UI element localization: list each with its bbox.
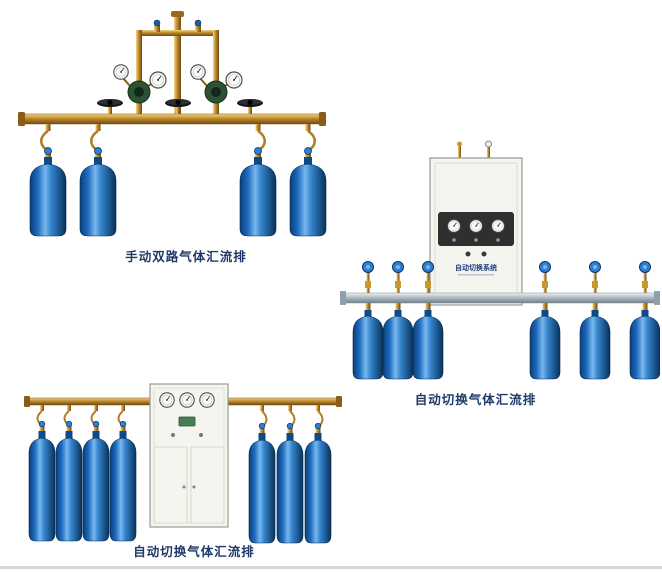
gas-cylinder bbox=[304, 432, 332, 544]
gas-cylinder bbox=[79, 156, 117, 237]
valve-cap bbox=[589, 261, 601, 273]
gas-cylinder bbox=[55, 430, 83, 542]
control-cabinet bbox=[149, 383, 229, 528]
pressure-gauge bbox=[447, 219, 461, 233]
manifold-pipe bbox=[18, 112, 326, 126]
manifold-top-assembly bbox=[136, 11, 219, 114]
door-handle bbox=[192, 485, 196, 489]
bottom-divider bbox=[0, 566, 662, 569]
cylinder-station bbox=[28, 405, 56, 542]
caption-manual-dual-manifold: 手动双路气体汇流排 bbox=[125, 250, 247, 264]
cabinet-label: 自动切换系统 bbox=[455, 263, 497, 272]
gas-cylinder bbox=[82, 430, 110, 542]
gas-cylinder bbox=[529, 309, 561, 380]
cylinder-valve-knob bbox=[44, 147, 52, 155]
auto-switch-wall-manifold-image: 自动切换系统 bbox=[340, 140, 660, 380]
handwheel bbox=[165, 99, 191, 114]
pressure-gauge bbox=[149, 71, 167, 89]
cylinder-station bbox=[289, 124, 327, 237]
handwheel bbox=[237, 99, 263, 114]
pressure-gauge bbox=[179, 392, 195, 408]
cylinder-valve-knob bbox=[258, 422, 266, 430]
gas-cylinder bbox=[579, 309, 611, 380]
door-handle bbox=[182, 485, 186, 489]
cylinder-valve-knob bbox=[65, 420, 73, 428]
cabinet-door-right bbox=[190, 446, 225, 524]
pressure-gauge bbox=[491, 219, 505, 233]
cylinder-valve-knob bbox=[92, 420, 100, 428]
pressure-gauge bbox=[199, 392, 215, 408]
cylinder-valve-knob bbox=[314, 422, 322, 430]
caption-auto-switch-wall-manifold: 自动切换气体汇流排 bbox=[414, 393, 537, 407]
knob bbox=[171, 433, 175, 437]
auto-switch-cabinet-manifold-image bbox=[24, 383, 342, 544]
gas-cylinder bbox=[352, 309, 384, 380]
caption-auto-switch-cabinet-manifold: 自动切换气体汇流排 bbox=[133, 545, 255, 559]
cylinder-station bbox=[239, 124, 277, 237]
cylinder-station bbox=[276, 405, 304, 544]
valve-cap bbox=[392, 261, 404, 273]
pressure-gauge bbox=[113, 64, 129, 80]
cabinet-door-left bbox=[153, 446, 188, 524]
knob bbox=[199, 433, 203, 437]
cylinder-station bbox=[29, 124, 67, 237]
gas-cylinder bbox=[289, 156, 327, 237]
pressure-gauge bbox=[190, 64, 206, 80]
control-cabinet: 自动切换系统 bbox=[429, 140, 523, 306]
indicator-light bbox=[481, 251, 487, 257]
valve-cap bbox=[539, 261, 551, 273]
valve-cap bbox=[362, 261, 374, 273]
gas-cylinder bbox=[109, 430, 137, 542]
cylinder-station bbox=[79, 124, 117, 237]
cylinder-valve-knob bbox=[286, 422, 294, 430]
gas-cylinder bbox=[382, 309, 414, 380]
control-module bbox=[178, 416, 196, 427]
gas-cylinder bbox=[629, 309, 660, 380]
valve-cap bbox=[422, 261, 434, 273]
indicator-light bbox=[465, 251, 471, 257]
gas-cylinder bbox=[29, 156, 67, 237]
pressure-regulators-and-gauges bbox=[113, 64, 243, 115]
station-risers bbox=[362, 261, 651, 293]
cylinder-station bbox=[109, 405, 137, 542]
hanging-cylinders bbox=[352, 303, 660, 380]
mini-gauge bbox=[485, 140, 492, 148]
gas-cylinder bbox=[276, 432, 304, 544]
cylinder-station bbox=[304, 405, 332, 544]
cylinder-valve-knob bbox=[304, 147, 312, 155]
gas-cylinder bbox=[239, 156, 277, 237]
handwheel bbox=[97, 99, 123, 114]
cylinder-valve-knob bbox=[254, 147, 262, 155]
cylinder-valve-knob bbox=[119, 420, 127, 428]
manifold-valve-wheels bbox=[97, 99, 263, 114]
pressure-gauge bbox=[225, 71, 243, 89]
cylinder-valve-knob bbox=[94, 147, 102, 155]
cylinder-station bbox=[248, 405, 276, 544]
cylinder-station bbox=[82, 405, 110, 542]
valve-knob bbox=[153, 19, 161, 27]
manifold-pipe-silver bbox=[340, 291, 660, 305]
pressure-gauge bbox=[159, 392, 175, 408]
manual-dual-manifold-image bbox=[18, 11, 327, 237]
gas-cylinder bbox=[248, 432, 276, 544]
cylinder-valve-knob bbox=[38, 420, 46, 428]
gas-cylinder bbox=[28, 430, 56, 542]
gas-cylinder bbox=[412, 309, 444, 380]
pressure-gauge bbox=[469, 219, 483, 233]
valve-cap bbox=[639, 261, 651, 273]
cylinder-station bbox=[55, 405, 83, 542]
valve-knob bbox=[194, 19, 202, 27]
